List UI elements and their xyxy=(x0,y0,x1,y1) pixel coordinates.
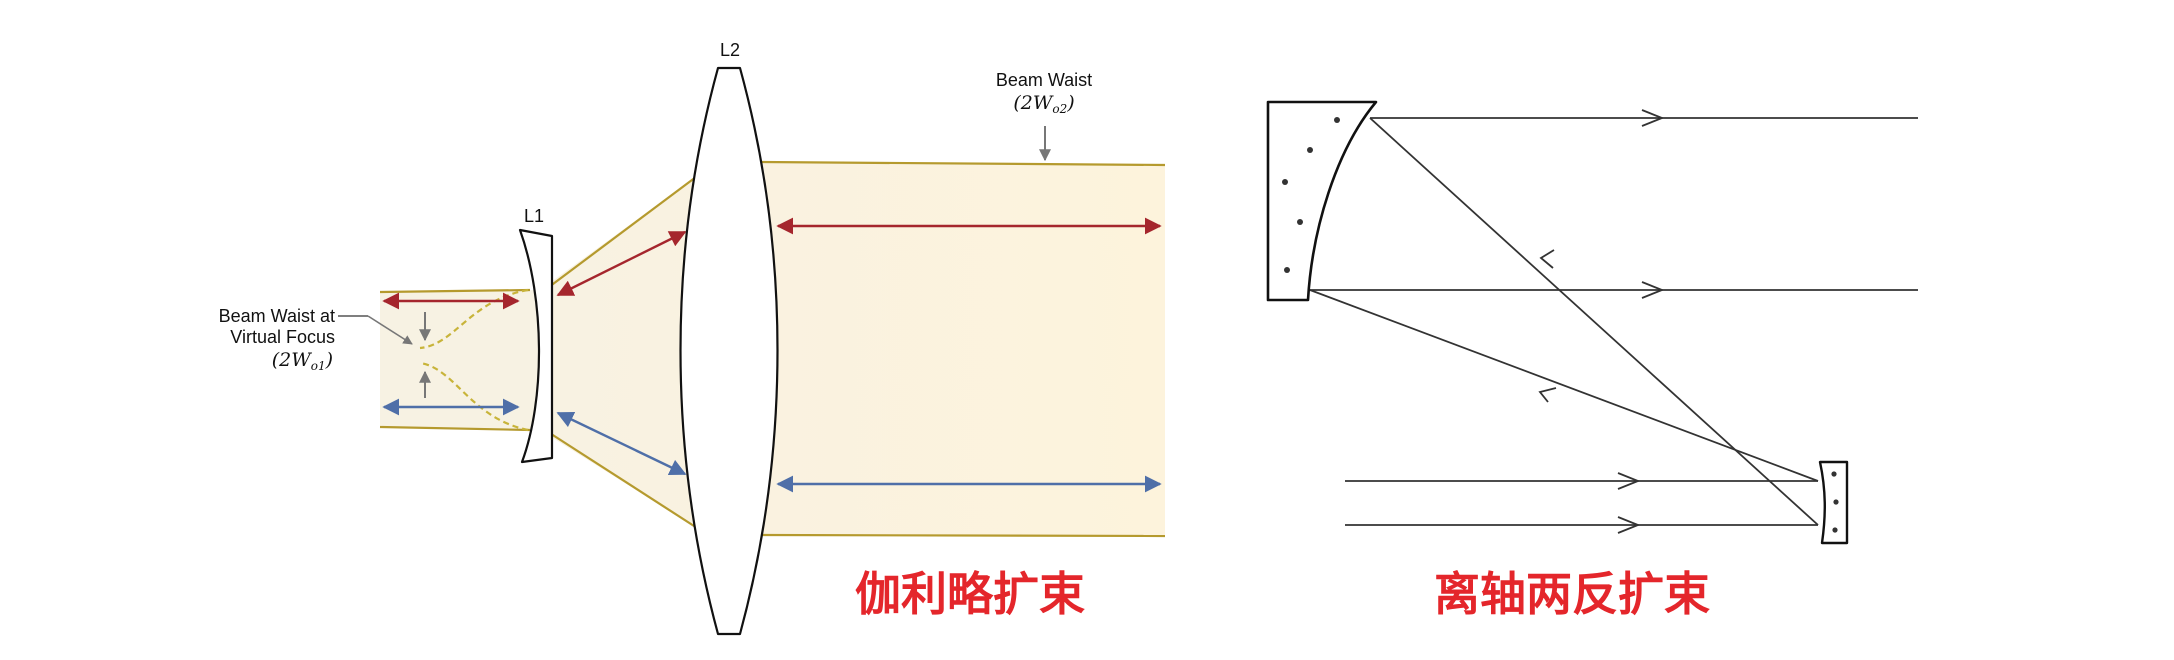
off-axis-expander: 离轴两反扩束 xyxy=(1266,100,1918,621)
input-beam-fill xyxy=(380,290,540,430)
reflected-ray-lower xyxy=(1369,117,1819,526)
galilean-caption: 伽利略扩束 xyxy=(855,567,1085,621)
beam-waist-virtual-line2: Virtual Focus xyxy=(230,327,335,347)
lens-l2 xyxy=(679,66,779,636)
blue-arrow-diverging xyxy=(556,411,687,476)
lens-l1 xyxy=(518,228,554,464)
off-axis-caption: 离轴两反扩束 xyxy=(1434,567,1710,621)
beam-waist-output-math: (2Wo2) xyxy=(1013,92,1074,116)
galilean-expander: L1 L2 Beam Waist at Virtual Focus (2Wo1)… xyxy=(219,40,1166,636)
waist-indicator-arrows xyxy=(419,126,1051,398)
diverging-beam-fill xyxy=(540,162,1165,535)
ray-direction-arrows xyxy=(1538,109,1665,534)
reflected-ray-upper xyxy=(1309,289,1819,482)
beam-waist-virtual-math: (2Wo1) xyxy=(272,349,333,373)
beam-waist-virtual-line1: Beam Waist at xyxy=(219,306,335,326)
beam-waist-output-line1: Beam Waist xyxy=(996,70,1092,90)
blue-ray-arrows xyxy=(382,398,1162,493)
primary-mirror-hatching xyxy=(1282,117,1340,273)
red-arrow-diverging xyxy=(556,230,687,297)
virtual-focus-waist xyxy=(419,288,529,432)
red-ray-arrows xyxy=(382,217,1162,310)
beam-waist-leader-diag xyxy=(367,315,413,345)
lens-l2-label: L2 xyxy=(720,40,740,60)
lens-l1-label: L1 xyxy=(524,206,544,226)
primary-mirror xyxy=(1266,100,1378,302)
secondary-mirror-hatching xyxy=(1831,471,1839,533)
off-axis-rays xyxy=(1309,117,1918,526)
